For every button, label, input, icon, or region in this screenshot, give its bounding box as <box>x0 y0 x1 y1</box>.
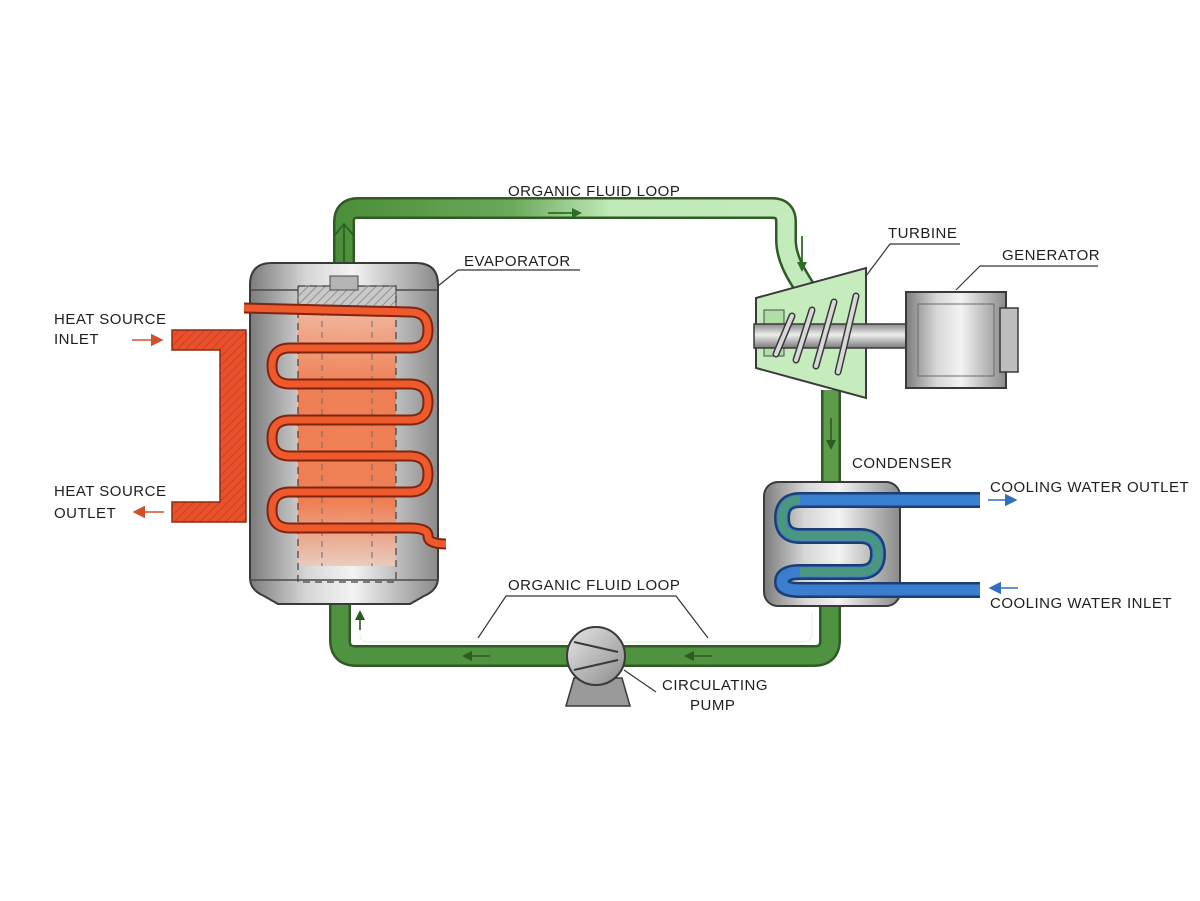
circulating-pump <box>565 626 631 707</box>
flow-arrow-right-icon <box>572 208 582 218</box>
turbine <box>753 266 911 400</box>
generator <box>905 291 1019 389</box>
condenser-label: CONDENSER <box>852 455 952 472</box>
cooling-water-inlet-label: COOLING WATER INLET <box>990 595 1172 612</box>
organic-fluid-pipe-turbine-to-condenser <box>821 390 841 488</box>
flow-arrow-down-icon <box>797 262 807 272</box>
pump-leader-line <box>623 669 657 693</box>
organic-fluid-loop-bottom-label: ORGANIC FLUID LOOP <box>508 577 680 594</box>
heat-source-inlet-label-line-1: HEAT SOURCE <box>54 311 166 328</box>
generator-label: GENERATOR <box>1002 247 1100 264</box>
flow-arrow-left-icon <box>684 651 694 661</box>
condenser <box>763 481 980 607</box>
organic-fluid-pipe-top <box>333 197 822 306</box>
organic-fluid-loop-top-label: ORGANIC FLUID LOOP <box>508 183 680 200</box>
evaporator <box>243 262 447 605</box>
turbine-leader-line <box>865 243 960 277</box>
heat-source-outlet-label-line-2: OUTLET <box>54 505 116 522</box>
turbine-label: TURBINE <box>888 225 957 242</box>
heat-source-outlet-label-line-1: HEAT SOURCE <box>54 483 166 500</box>
organic-fluid-loop-bottom-leader-line <box>477 595 709 639</box>
flow-arrow-left-icon <box>462 651 472 661</box>
flow-arrow-up-icon <box>355 610 365 620</box>
cooling-water-outlet-label: COOLING WATER OUTLET <box>990 479 1189 496</box>
evaporator-leader-line <box>437 269 580 287</box>
evaporator-label: EVAPORATOR <box>464 253 571 270</box>
circulating-pump-label-line-2: PUMP <box>690 697 735 714</box>
circulating-pump-label-line-1: CIRCULATING <box>662 677 768 694</box>
flow-arrow-down-icon <box>826 440 836 450</box>
heat-source-duct <box>171 329 247 523</box>
flow-arrow-up-icon <box>333 222 355 237</box>
generator-leader-line <box>955 265 1098 291</box>
heat-source-inlet-label-line-2: INLET <box>54 331 99 348</box>
